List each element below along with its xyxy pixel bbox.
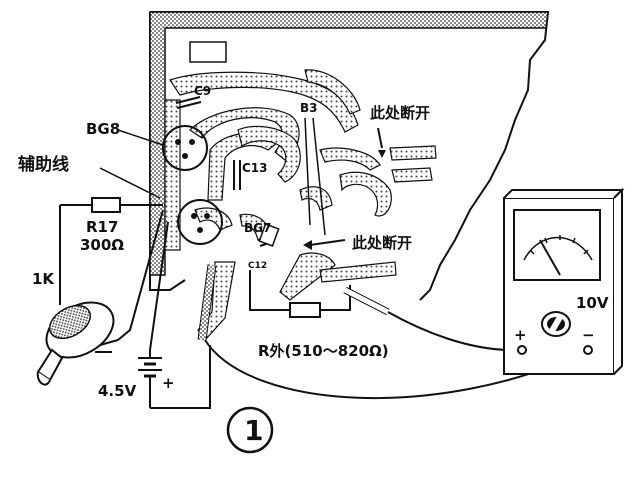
label-bg7: BG7 — [244, 221, 271, 235]
label-pot: 1K — [32, 270, 55, 288]
b3-lead — [312, 117, 326, 236]
resistor-r17 — [59, 197, 163, 305]
label-c9: C9 — [194, 84, 211, 98]
label-figure-number: 1 — [244, 414, 263, 447]
capacitor-c13 — [233, 160, 241, 190]
battery-4-5v — [138, 345, 211, 409]
wire-to-battery — [149, 221, 169, 351]
transistor-bg8 — [162, 125, 208, 171]
label-bg8: BG8 — [86, 120, 120, 138]
label-aux-wire: 辅助线 — [18, 154, 69, 175]
label-meter-range: 10V — [576, 294, 609, 312]
bg8-pointer — [117, 129, 164, 146]
meter-terminal-minus — [583, 345, 593, 355]
meter-needle — [539, 239, 561, 276]
figure-number-circle — [226, 406, 274, 454]
label-r-ext: R外(510～820Ω) — [258, 342, 389, 360]
meter-terminal-plus — [517, 345, 527, 355]
label-battery-plus: + — [162, 374, 175, 392]
wire-to-meter-minus — [204, 339, 586, 400]
break-arrow-top — [377, 127, 383, 149]
label-c12: C12 — [248, 261, 267, 271]
label-break-mid: 此处断开 — [352, 234, 412, 252]
label-meter-plus: + — [514, 326, 527, 344]
wire-to-pot — [117, 209, 164, 341]
board-rect-component — [189, 41, 227, 63]
label-b3: B3 — [300, 101, 318, 115]
label-break-top: 此处断开 — [370, 104, 430, 122]
capacitor-c9 — [175, 96, 202, 109]
label-meter-minus: − — [582, 326, 595, 344]
break-arrow-mid — [309, 239, 346, 246]
potentiometer-1k — [36, 301, 119, 386]
voltmeter — [503, 187, 625, 375]
transistor-bg7 — [177, 199, 223, 245]
label-battery: 4.5V — [98, 382, 137, 400]
label-r17-value: 300Ω — [80, 236, 124, 254]
pcb-board — [149, 11, 550, 301]
label-c13: C13 — [242, 161, 268, 175]
label-r17-name: R17 — [86, 218, 118, 236]
aux-wire-pointer — [99, 167, 161, 199]
